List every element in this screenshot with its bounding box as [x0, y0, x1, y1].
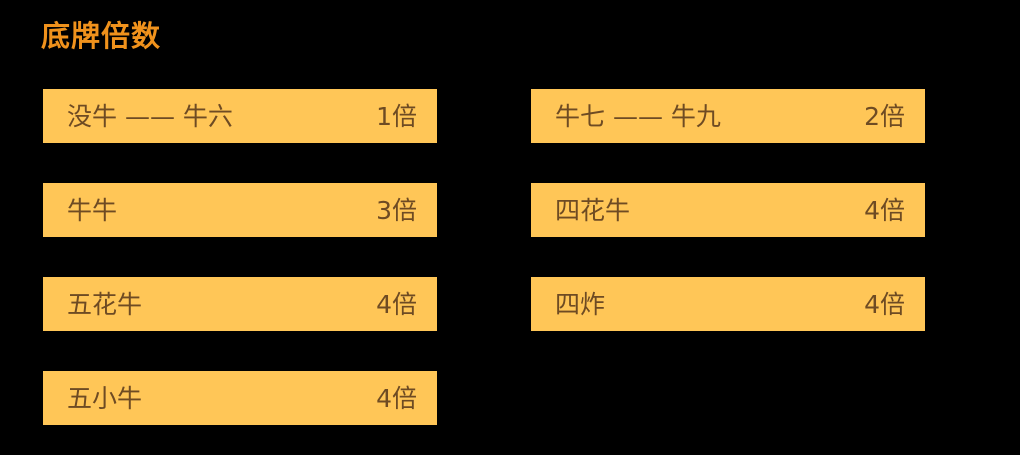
multiplier-item-value: 4倍: [376, 289, 417, 319]
multiplier-item-value: 4倍: [864, 289, 905, 319]
page-title: 底牌倍数: [41, 19, 162, 53]
multiplier-item-right: 四花牛 4倍: [531, 183, 925, 237]
multiplier-item-left: 牛牛 3倍: [43, 183, 437, 237]
multiplier-item-left: 五小牛 4倍: [43, 371, 437, 425]
multiplier-item-label: 四花牛: [555, 195, 631, 225]
multiplier-item-value: 4倍: [376, 383, 417, 413]
multiplier-item-value: 3倍: [376, 195, 417, 225]
multiplier-item-value: 2倍: [864, 101, 905, 131]
multiplier-item-label: 没牛 —— 牛六: [67, 101, 233, 131]
multiplier-item-label: 牛七 —— 牛九: [555, 101, 721, 131]
multiplier-item-label: 牛牛: [67, 195, 118, 225]
multiplier-item-label: 五小牛: [67, 383, 143, 413]
multiplier-item-value: 4倍: [864, 195, 905, 225]
multiplier-item-value: 1倍: [376, 101, 417, 131]
multiplier-item-right-placeholder: [531, 371, 925, 425]
multiplier-item-label: 四炸: [555, 289, 606, 319]
multiplier-item-label: 五花牛: [67, 289, 143, 319]
table-row: 没牛 —— 牛六 1倍 牛七 —— 牛九 2倍: [43, 89, 925, 143]
multiplier-item-left: 五花牛 4倍: [43, 277, 437, 331]
table-row: 牛牛 3倍 四花牛 4倍: [43, 183, 925, 237]
multiplier-item-right: 四炸 4倍: [531, 277, 925, 331]
multiplier-item-left: 没牛 —— 牛六 1倍: [43, 89, 437, 143]
multiplier-list: 没牛 —— 牛六 1倍 牛七 —— 牛九 2倍 牛牛 3倍 四花牛 4倍 五花牛…: [43, 89, 925, 425]
table-row: 五花牛 4倍 四炸 4倍: [43, 277, 925, 331]
table-row: 五小牛 4倍: [43, 371, 925, 425]
multiplier-item-right: 牛七 —— 牛九 2倍: [531, 89, 925, 143]
